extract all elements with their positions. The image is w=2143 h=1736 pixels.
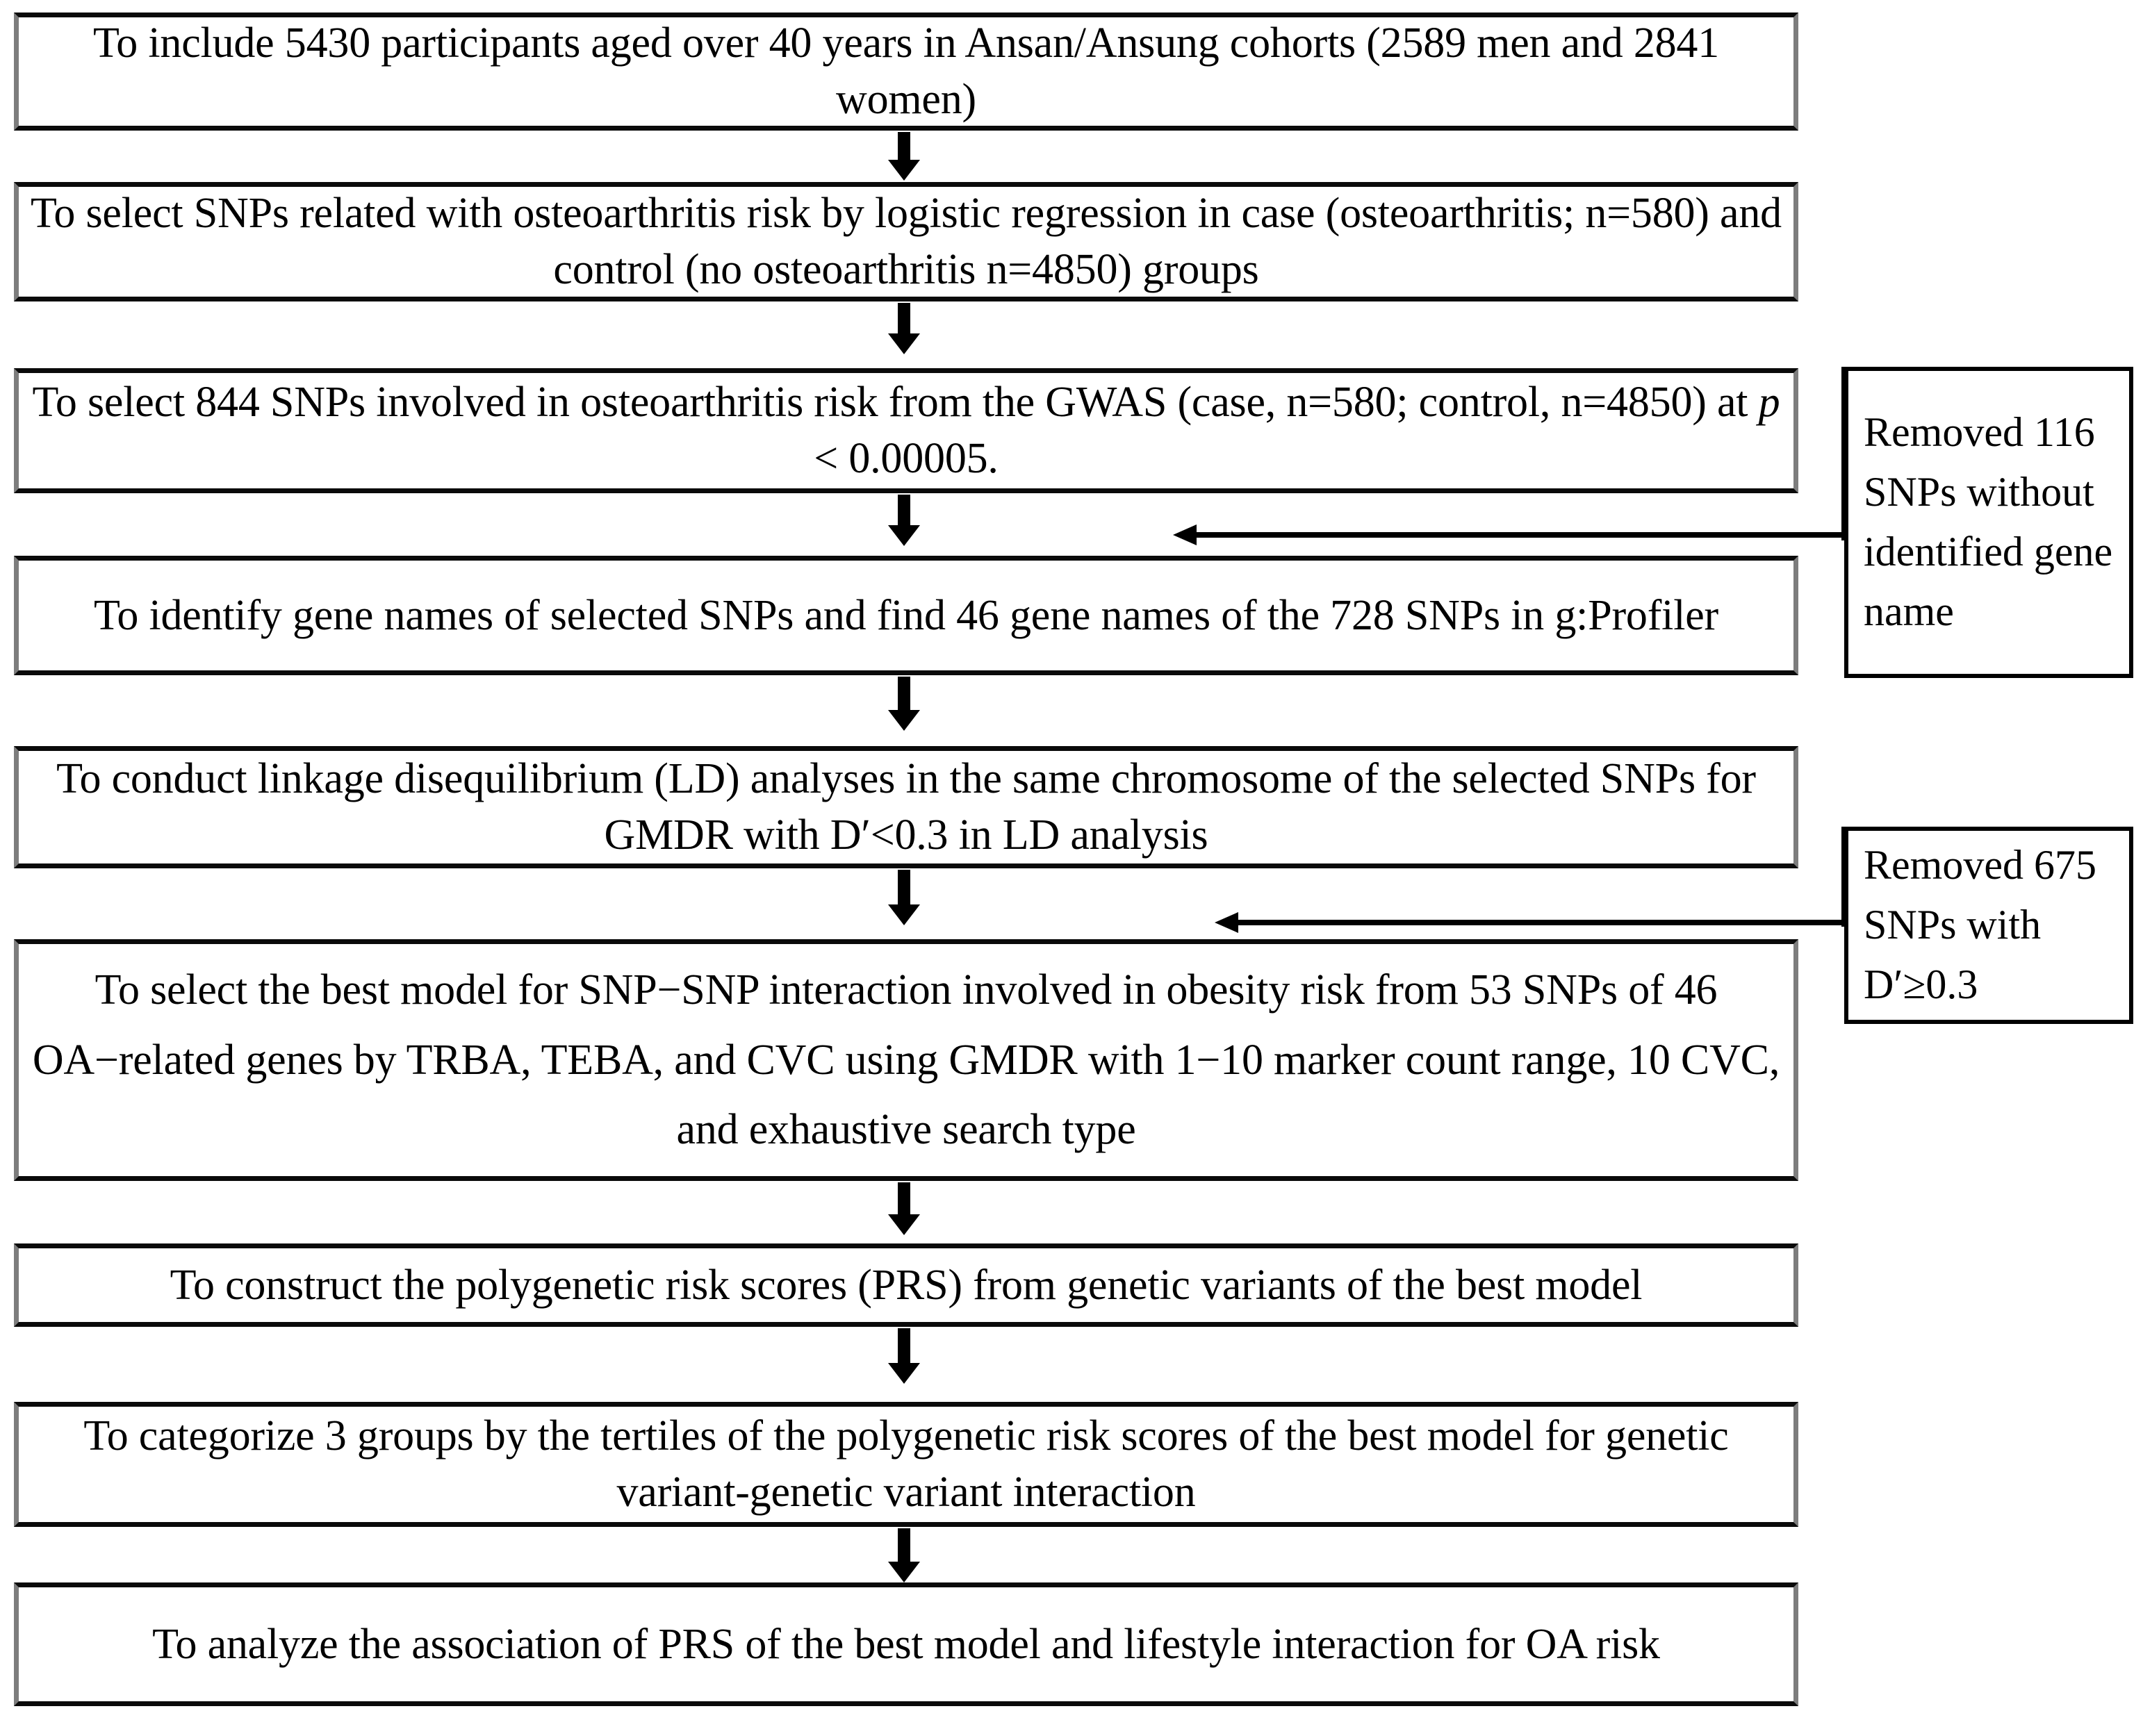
connector-arrow-exclusion-2 bbox=[1215, 912, 1844, 933]
flow-step-linkage-disequilibrium-text: To conduct linkage disequilibrium (LD) a… bbox=[56, 755, 1756, 859]
flow-step-snp-selection: To select SNPs related with osteoarthrit… bbox=[14, 182, 1798, 301]
exclusion-box-removed-116-snps: Removed 116 SNPs without identified gene… bbox=[1844, 367, 2133, 678]
connector-stub-exclusion-1 bbox=[1841, 367, 1846, 540]
flow-step-gene-name-identification: To identify gene names of selected SNPs … bbox=[14, 556, 1798, 675]
flow-step-gene-name-identification-text: To identify gene names of selected SNPs … bbox=[94, 591, 1718, 639]
gwas-p-value-symbol: p bbox=[1758, 379, 1780, 427]
flow-step-best-model-gmdr-text: To select the best model for SNP−SNP int… bbox=[32, 966, 1780, 1154]
flow-step-categorize-tertiles: To categorize 3 groups by the tertiles o… bbox=[14, 1402, 1798, 1527]
arrow-step3-to-step4 bbox=[888, 495, 920, 547]
flow-step-participants-text: To include 5430 participants aged over 4… bbox=[92, 19, 1720, 123]
flow-step-lifestyle-interaction-text: To analyze the association of PRS of the… bbox=[152, 1620, 1660, 1668]
flow-step-construct-prs: To construct the polygenetic risk scores… bbox=[14, 1243, 1798, 1327]
exclusion-box-removed-675-snps-text: Removed 675 SNPs with D′≥0.3 bbox=[1864, 842, 2096, 1007]
arrow-step1-to-step2 bbox=[888, 132, 920, 181]
arrow-step4-to-step5 bbox=[888, 677, 920, 732]
arrow-step8-to-step9 bbox=[888, 1528, 920, 1584]
flow-step-construct-prs-text: To construct the polygenetic risk scores… bbox=[170, 1261, 1643, 1309]
flow-step-gwas-844-snps: To select 844 SNPs involved in osteoarth… bbox=[14, 368, 1798, 493]
flow-step-best-model-gmdr: To select the best model for SNP−SNP int… bbox=[14, 939, 1798, 1181]
gwas-text-part1: To select 844 SNPs involved in osteoarth… bbox=[32, 379, 1759, 427]
exclusion-box-removed-116-snps-text: Removed 116 SNPs without identified gene… bbox=[1864, 409, 2113, 634]
arrow-step7-to-step8 bbox=[888, 1328, 920, 1385]
connector-stub-exclusion-2 bbox=[1841, 827, 1846, 927]
flow-step-linkage-disequilibrium: To conduct linkage disequilibrium (LD) a… bbox=[14, 746, 1798, 868]
flow-step-gwas-844-snps-text: To select 844 SNPs involved in osteoarth… bbox=[19, 374, 1793, 486]
arrow-step6-to-step7 bbox=[888, 1182, 920, 1237]
connector-arrow-exclusion-1 bbox=[1173, 524, 1844, 545]
arrow-step5-to-step6 bbox=[888, 870, 920, 927]
flow-step-categorize-tertiles-text: To categorize 3 groups by the tertiles o… bbox=[83, 1412, 1729, 1516]
flow-step-lifestyle-interaction: To analyze the association of PRS of the… bbox=[14, 1582, 1798, 1706]
arrow-step2-to-step3 bbox=[888, 303, 920, 356]
flow-step-snp-selection-text: To select SNPs related with osteoarthrit… bbox=[31, 190, 1782, 293]
flow-step-participants: To include 5430 participants aged over 4… bbox=[14, 13, 1798, 131]
gwas-text-part2: < 0.00005. bbox=[814, 435, 999, 482]
exclusion-box-removed-675-snps: Removed 675 SNPs with D′≥0.3 bbox=[1844, 827, 2133, 1024]
